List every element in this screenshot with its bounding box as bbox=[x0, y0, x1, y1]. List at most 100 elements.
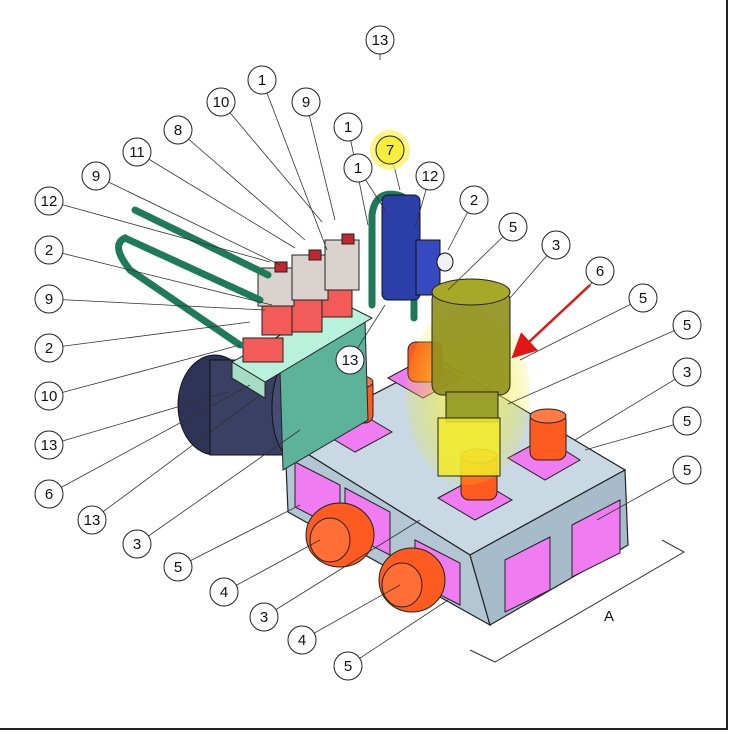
callout-number: 2 bbox=[45, 340, 53, 357]
callout-number: 13 bbox=[372, 32, 389, 49]
callout-balloons: 1112223333445555555667899910101112121313… bbox=[34, 25, 702, 681]
callout-balloon-1: 1 bbox=[343, 153, 373, 183]
callout-balloon-1: 1 bbox=[247, 65, 277, 95]
balloon-callout-icon bbox=[287, 625, 317, 655]
callout-balloon-4: 4 bbox=[209, 577, 239, 607]
callout-balloon-9: 9 bbox=[34, 284, 64, 314]
balloon-callout-icon bbox=[672, 310, 702, 340]
balloon-callout-icon bbox=[163, 115, 193, 145]
callout-balloon-11: 11 bbox=[122, 137, 152, 167]
balloon-callout-icon bbox=[163, 552, 193, 582]
callout-number: 3 bbox=[133, 536, 141, 553]
leader-line bbox=[48, 200, 271, 263]
callout-number: 5 bbox=[683, 413, 691, 430]
balloon-callout-icon bbox=[585, 256, 615, 286]
balloon-callout-icon bbox=[628, 283, 658, 313]
leader-line bbox=[220, 101, 323, 223]
callout-number: 9 bbox=[45, 291, 53, 308]
callout-balloon-5: 5 bbox=[498, 212, 528, 242]
leader-line bbox=[48, 384, 251, 495]
callout-balloon-9: 9 bbox=[81, 161, 111, 191]
leader-line bbox=[48, 298, 266, 311]
balloon-callout-icon bbox=[34, 333, 64, 363]
callout-balloon-5: 5 bbox=[628, 283, 658, 313]
callout-balloon-3: 3 bbox=[672, 357, 702, 387]
leader-line bbox=[48, 249, 273, 306]
callout-number: 12 bbox=[41, 193, 58, 210]
leader-line bbox=[584, 420, 688, 451]
callout-number: 4 bbox=[298, 632, 306, 649]
balloon-callout-icon bbox=[672, 455, 702, 485]
callout-number: 7 bbox=[386, 142, 394, 159]
callout-balloon-5: 5 bbox=[672, 406, 702, 436]
highlighted-filter bbox=[406, 278, 530, 485]
balloon-callout-icon bbox=[247, 65, 277, 95]
balloon-callout-icon bbox=[34, 186, 64, 216]
callout-balloon-13: 13 bbox=[335, 345, 365, 375]
callout-number: 3 bbox=[552, 237, 560, 254]
callout-balloon-10: 10 bbox=[34, 381, 64, 411]
callout-number: 13 bbox=[342, 352, 359, 369]
callout-balloon-4: 4 bbox=[287, 625, 317, 655]
balloon-callout-icon bbox=[249, 602, 279, 632]
callout-number: 8 bbox=[174, 122, 182, 139]
callout-number: 10 bbox=[41, 388, 58, 405]
callout-balloon-3: 3 bbox=[541, 230, 571, 260]
callout-balloon-13: 13 bbox=[34, 430, 64, 460]
leader-line bbox=[136, 429, 301, 545]
callout-balloon-9: 9 bbox=[291, 87, 321, 117]
balloon-callout-icon bbox=[291, 87, 321, 117]
balloon-callout-icon bbox=[335, 345, 365, 375]
view-label-a: A bbox=[604, 608, 614, 625]
balloon-callout-icon bbox=[34, 430, 64, 460]
balloon-callout-icon bbox=[365, 25, 395, 55]
callout-balloon-12: 12 bbox=[415, 161, 445, 191]
callout-balloon-12: 12 bbox=[34, 186, 64, 216]
leader-line bbox=[91, 394, 261, 521]
callout-number: 5 bbox=[639, 290, 647, 307]
blue-pump-part bbox=[381, 194, 454, 301]
callout-balloon-6: 6 bbox=[585, 256, 615, 286]
callout-number: 1 bbox=[354, 160, 362, 177]
callout-balloon-5: 5 bbox=[333, 651, 363, 681]
leader-line bbox=[177, 129, 306, 241]
callout-balloon-7: 7 bbox=[370, 130, 410, 170]
callout-balloon-2: 2 bbox=[459, 185, 489, 215]
balloon-callout-icon bbox=[459, 185, 489, 215]
callout-number: 13 bbox=[41, 437, 58, 454]
balloon-callout-icon bbox=[34, 235, 64, 265]
leader-lines bbox=[48, 40, 688, 667]
balloon-callout-icon bbox=[206, 87, 236, 117]
callout-balloon-2: 2 bbox=[34, 333, 64, 363]
leader-line bbox=[263, 519, 421, 618]
leader-line bbox=[305, 101, 336, 221]
balloon-callout-icon bbox=[34, 381, 64, 411]
balloon-callout-icon bbox=[375, 135, 405, 165]
callout-number: 11 bbox=[129, 144, 145, 161]
leader-line bbox=[136, 151, 296, 249]
callout-balloon-1: 1 bbox=[333, 112, 363, 142]
balloon-callout-icon bbox=[333, 651, 363, 681]
callout-number: 5 bbox=[344, 658, 352, 675]
leader-line bbox=[48, 391, 229, 446]
leader-line bbox=[95, 175, 281, 266]
callout-balloon-5: 5 bbox=[163, 552, 193, 582]
callout-number: 6 bbox=[45, 486, 53, 503]
right-face-flanges bbox=[504, 499, 621, 613]
balloon-callout-icon bbox=[415, 161, 445, 191]
balloon-callout-icon bbox=[81, 161, 111, 191]
leader-line bbox=[447, 226, 514, 291]
callout-balloon-5: 5 bbox=[672, 455, 702, 485]
balloon-callout-icon bbox=[333, 112, 363, 142]
balloon-callout-icon bbox=[77, 505, 107, 535]
callout-number: 3 bbox=[683, 364, 691, 381]
callout-number: 9 bbox=[302, 94, 310, 111]
callout-number: 6 bbox=[596, 263, 604, 280]
callout-number: 4 bbox=[220, 584, 228, 601]
balloon-callout-icon bbox=[209, 577, 239, 607]
callout-number: 9 bbox=[92, 168, 100, 185]
callout-number: 13 bbox=[84, 512, 101, 529]
